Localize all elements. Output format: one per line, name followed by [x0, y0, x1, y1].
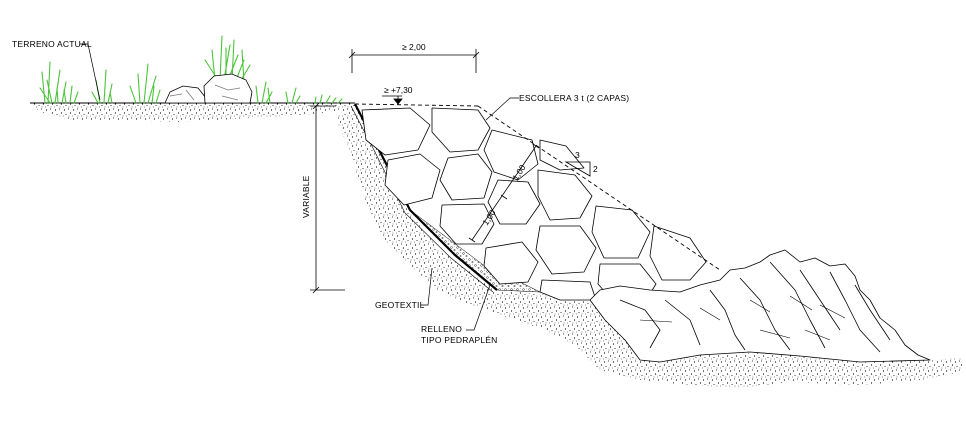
variable-dimension: [310, 102, 345, 294]
rock-armour: [361, 107, 707, 301]
grass: [39, 35, 343, 104]
variable-label: VARIABLE: [301, 175, 311, 218]
relleno-leader: [466, 284, 491, 331]
geotextil-label: GEOTEXTIL: [375, 300, 425, 310]
slope-run-label: 3: [575, 150, 580, 160]
geotextil-leader: [421, 267, 433, 306]
relleno-label-line2: TIPO PEDRAPLÉN: [421, 335, 498, 345]
crest-elevation-mark: [382, 95, 403, 105]
terreno-actual-leader: [80, 43, 101, 101]
escollera-label: ESCOLLERA 3 t (2 CAPAS): [519, 93, 629, 103]
existing-ground: [30, 102, 358, 122]
crest-width-dimension: [348, 49, 480, 73]
crest-elevation-label: ≥ +7,30: [384, 85, 413, 95]
layer-thickness-dimension: [468, 143, 540, 243]
relleno-label-line1: RELLENO: [421, 324, 462, 334]
boulders: [164, 73, 253, 104]
escollera-leader: [485, 97, 519, 121]
slope-ratio-triangle: [564, 161, 591, 177]
slope-rise-label: 2: [593, 164, 598, 174]
terreno-actual-label: TERRENO ACTUAL: [12, 39, 92, 49]
rock-outcrop: [589, 249, 931, 363]
crest-width-label: ≥ 2,00: [402, 42, 426, 52]
